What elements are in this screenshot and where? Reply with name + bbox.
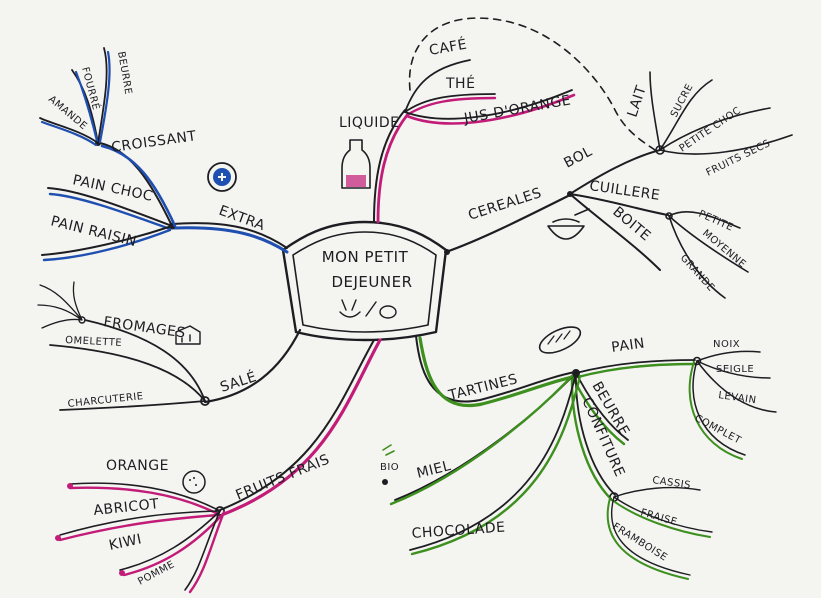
bottle-icon: [341, 139, 371, 189]
pain-item: SEIGLE: [716, 364, 754, 375]
center-title-line2: DEJEUNER: [331, 273, 412, 291]
bowl-icon: [547, 208, 590, 240]
confiture-item: CASSIS: [652, 475, 692, 491]
center-title-line1: MON PETIT: [322, 248, 409, 266]
fruits-label: FRUITS FRAIS: [234, 451, 333, 503]
fruits-item-abricot: ABRICOT: [93, 496, 160, 519]
miel-tag: BIO: [380, 462, 399, 473]
confiture-item: FRAISE: [639, 507, 678, 528]
liquide-item-the: THÉ: [445, 75, 475, 92]
cuillere-item: PETITE: [697, 209, 735, 234]
bol-item: PETITE CHOC: [678, 105, 744, 154]
branch-fruits: FRUITS FRAIS ORANGE ABRICOT KIWI POMME: [55, 338, 382, 594]
orange-icon: [182, 470, 206, 494]
center-node: MON PETIT DEJEUNER: [281, 220, 448, 342]
branch-extra: EXTRA CROISSANT BEURRE FOURRÉ AMANDE PAI…: [39, 47, 289, 262]
plus-circle-icon: [207, 162, 237, 192]
cereales-label: CEREALES: [466, 185, 544, 224]
fruits-item-orange: ORANGE: [106, 458, 169, 474]
breakfast-doodle-icon: [339, 299, 397, 319]
branch-sale: SALÉ FROMAGES OMELETTE CHARCUTERIE: [37, 281, 302, 411]
pain-item: NOIX: [713, 339, 740, 350]
cuillere-item: MOYENNE: [700, 228, 748, 271]
liquide-item-cafe: CAFÉ: [428, 36, 469, 59]
branch-tartines: TARTINES PAIN NOIX SEIGLE LEVAIN COMPLET…: [380, 326, 777, 580]
cuillere-item: GRANDE: [678, 253, 717, 294]
pain-item: LEVAIN: [718, 390, 758, 406]
croissant-item: BEURRE: [115, 51, 133, 96]
croissant-label: CROISSANT: [110, 128, 197, 156]
omelette-label: OMELETTE: [65, 335, 123, 349]
chocolade-label: CHOCOLADE: [411, 519, 506, 542]
liquide-label: LIQUIDE: [339, 115, 399, 131]
pain-raisin-label: PAIN RAISIN: [49, 213, 138, 250]
bread-icon: [538, 326, 582, 354]
pain-item: COMPLET: [693, 413, 744, 447]
honey-bio-icon: BIO: [380, 444, 399, 485]
cheese-icon: [175, 325, 201, 345]
miel-label: MIEL: [415, 458, 453, 482]
fruits-item-kiwi: KIWI: [108, 531, 144, 554]
bol-item: FRUITS SECS: [704, 138, 772, 179]
bol-label: BOL: [561, 143, 595, 171]
bol-item: LAIT: [625, 83, 650, 119]
pain-label: PAIN: [610, 335, 646, 356]
